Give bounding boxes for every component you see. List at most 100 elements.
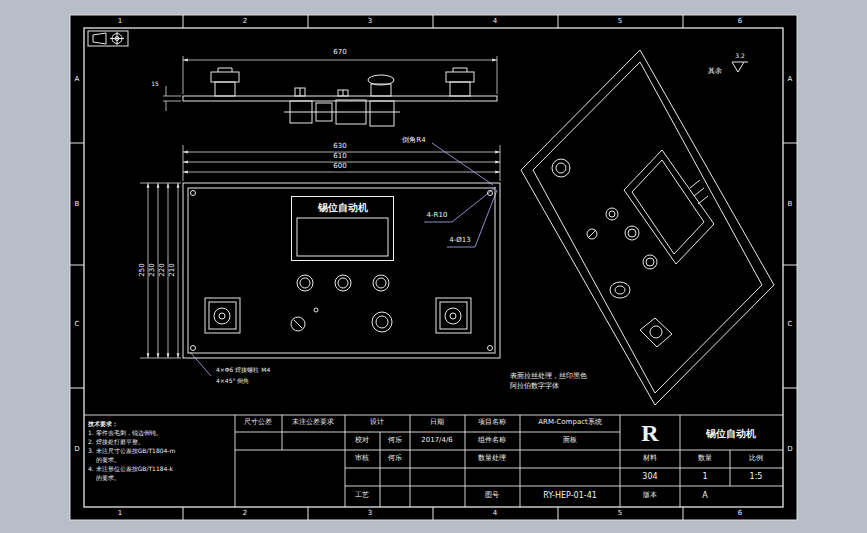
zone-mark: D: [74, 446, 79, 454]
zone-mark: B: [788, 201, 793, 209]
drawing-frame-part: [110, 32, 124, 45]
note-text: 表面拉丝处理，丝印黑色: [510, 373, 587, 381]
isometric-view-part: [628, 229, 636, 237]
note-text: 1. 零件去毛刺，锐边倒钝。: [88, 430, 162, 437]
leader-lines-part: [432, 143, 493, 185]
dimension-lines-part: [183, 60, 497, 61]
dimension-text: 630: [333, 143, 346, 151]
zone-mark: C: [75, 321, 80, 329]
side-view-part: [368, 75, 394, 85]
title-block-cell: 组件名称: [478, 437, 506, 445]
zone-mark: 6: [738, 18, 742, 26]
zone-mark: 2: [243, 510, 247, 518]
zone-mark: 4: [493, 510, 497, 518]
side-view-part: [450, 82, 470, 96]
title-block-cell: 图号: [485, 492, 499, 500]
drawing-frame-part: [70, 15, 797, 520]
front-view-part: [338, 278, 348, 288]
front-view-part: [436, 298, 471, 333]
zone-mark: 1: [118, 510, 122, 518]
side-view-part: [371, 84, 391, 96]
title-block: [84, 415, 783, 507]
note-text: 阿拉伯数字字体: [510, 383, 559, 391]
front-view-part: [373, 275, 389, 291]
screen-title: 锡位自动机: [292, 202, 393, 213]
front-view-part: [188, 188, 495, 353]
title-block-cell: 1: [702, 473, 707, 482]
isometric-view: [521, 50, 774, 405]
note-text: 4-R10: [427, 212, 448, 220]
zone-mark: 3: [368, 510, 372, 518]
title-block-cell: 尺寸公差: [244, 419, 272, 427]
drawing-frame-part: [93, 33, 106, 44]
front-view-part: [219, 313, 225, 319]
front-view-part: [294, 320, 302, 328]
title-block-cell: 版本: [643, 492, 657, 500]
side-view-part: [211, 72, 239, 82]
front-view-part: [183, 183, 500, 358]
front-view-part: [488, 191, 493, 196]
title-block-cell: 比例: [749, 455, 763, 463]
front-view-part: [191, 191, 196, 196]
front-view-part: [488, 346, 493, 351]
dimension-lines-part: [183, 56, 497, 94]
isometric-view-part: [625, 226, 639, 240]
dimension-text: 600: [333, 163, 346, 171]
drawing-frame-part: [88, 31, 128, 46]
dimension-text: 15: [151, 81, 159, 88]
isometric-view-part: [521, 50, 774, 405]
front-view-part: [445, 308, 461, 324]
title-block-cell: 1:5: [750, 473, 763, 482]
note-text: 技术要求：: [88, 421, 118, 428]
display-screen: 锡位自动机: [291, 196, 394, 261]
note-text: 2. 焊接处打磨平整。: [88, 439, 144, 446]
drawing-frame-part: [70, 15, 797, 520]
front-view-part: [450, 313, 456, 319]
side-view-part: [284, 88, 400, 112]
dimension-lines: [140, 56, 500, 358]
drawing-frame-part: [84, 28, 783, 507]
isometric-view-part: [609, 211, 615, 217]
isometric-view-part: [640, 318, 672, 347]
front-view-part: [440, 302, 467, 329]
front-view-part: [297, 275, 313, 291]
roughness-symbol-part: [732, 62, 748, 72]
front-view-part: [209, 302, 236, 329]
zone-mark: A: [788, 76, 793, 84]
title-block-cell: 审核: [355, 455, 369, 463]
note-text: 其余: [708, 68, 722, 76]
title-block-cell: 材料: [643, 455, 657, 463]
side-view-part: [218, 68, 232, 72]
isometric-view-part: [650, 326, 662, 338]
leader-lines-part: [447, 190, 497, 247]
roughness-symbol: [732, 62, 748, 72]
note-text: 4×Φ6 焊接螺柱 M4: [216, 367, 270, 374]
dimension-text: 250: [139, 263, 147, 276]
zone-mark: 6: [738, 510, 742, 518]
zone-mark: 4: [493, 18, 497, 26]
side-view-part: [446, 72, 474, 82]
isometric-view-part: [588, 230, 596, 238]
isometric-view-part: [610, 282, 630, 298]
title-block-part: [84, 415, 783, 416]
dimension-text: 230: [149, 263, 157, 276]
title-block-cell: A: [702, 492, 707, 501]
dimension-text: 670: [333, 49, 346, 57]
zone-mark: 5: [618, 18, 622, 26]
isometric-view-part: [552, 159, 570, 177]
drawing-frame: [70, 15, 797, 520]
dimension-text: 220: [159, 263, 167, 276]
title-block-cell: 校对: [355, 437, 369, 445]
title-block-cell: 项目名称: [478, 419, 506, 427]
title-block-cell: 未注公差要求: [292, 419, 334, 427]
front-view-part: [291, 317, 305, 331]
isometric-view-part: [587, 229, 597, 239]
title-block-cell: 锡位自动机: [706, 428, 756, 439]
note-text: 3. 未注尺寸公差按GB/T1804-m: [88, 448, 175, 455]
isometric-view-part: [615, 286, 625, 294]
title-block-cell: 设计: [370, 419, 384, 427]
front-view-part: [376, 278, 386, 288]
note-text: 4-Ø13: [449, 237, 470, 245]
